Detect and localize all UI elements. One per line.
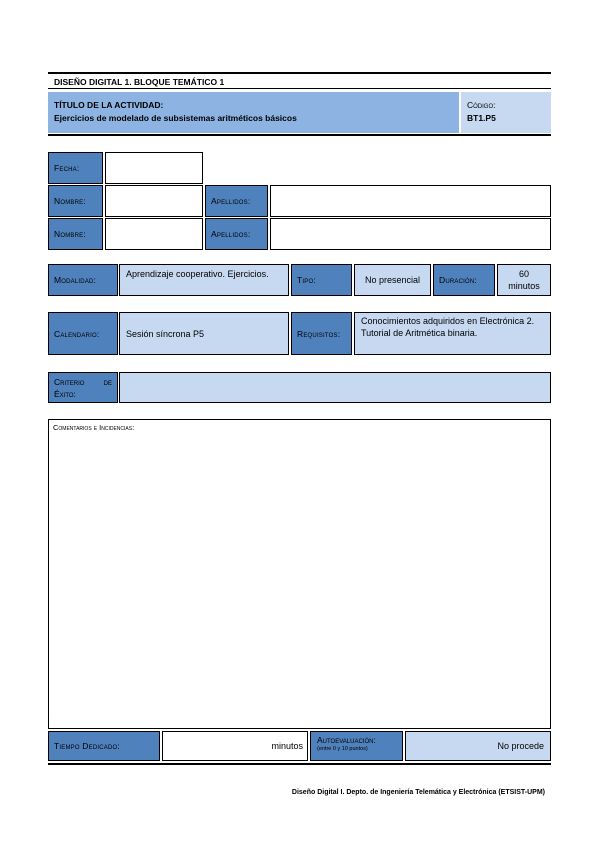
autoeval-value-text: No procede	[497, 741, 544, 751]
bottom-rule	[48, 763, 551, 765]
course-title: DISEÑO DIGITAL 1. BLOQUE TEMÁTICO 1	[54, 77, 225, 87]
comments-value	[49, 435, 550, 439]
fecha-field[interactable]	[105, 152, 203, 184]
autoeval-value: No procede	[405, 731, 551, 761]
header-rule	[48, 88, 551, 89]
tipo-value: No presencial	[354, 264, 431, 296]
apellidos-label-1: Apellidos:	[205, 185, 268, 217]
nombre-label-1: Nombre:	[48, 185, 103, 217]
tiempo-unit: minutos	[271, 741, 303, 751]
comments-label: Comentarios e Incidencias:	[53, 423, 135, 432]
code-block: Código: BT1.P5	[461, 92, 551, 133]
calendario-label: Calendario:	[48, 312, 118, 355]
modalidad-label: Modalidad:	[48, 264, 118, 296]
autoeval-sublabel: (entre 0 y 10 puntos)	[317, 746, 368, 752]
requisitos-label: Requisitos:	[291, 312, 352, 355]
comments-box[interactable]: Comentarios e Incidencias:	[48, 419, 551, 729]
tiempo-label: Tiempo Dedicado:	[48, 731, 160, 761]
apellidos-label-2: Apellidos:	[205, 218, 268, 250]
top-rule	[48, 72, 551, 74]
duracion-label: Duración:	[433, 264, 495, 296]
autoeval-label: Autoevaluación:	[317, 735, 376, 745]
page-footer: Diseño Digital I. Depto. de Ingeniería T…	[291, 789, 545, 796]
nombre-field-2[interactable]	[105, 218, 203, 250]
tipo-label: Tipo:	[291, 264, 352, 296]
requisitos-value: Conocimientos adquiridos en Electrónica …	[354, 312, 551, 355]
duracion-value: 60 minutos	[497, 264, 551, 296]
autoeval-label-block: Autoevaluación: (entre 0 y 10 puntos)	[310, 731, 403, 761]
code-label: Código:	[467, 100, 496, 110]
header-bottom-rule	[48, 134, 551, 136]
calendario-value: Sesión síncrona P5	[119, 312, 289, 355]
activity-title: Ejercicios de modelado de subsistemas ar…	[54, 113, 297, 123]
activity-title-block: TÍTULO DE LA ACTIVIDAD: Ejercicios de mo…	[48, 92, 459, 133]
activity-label: TÍTULO DE LA ACTIVIDAD:	[54, 100, 164, 110]
tiempo-field[interactable]: minutos	[162, 731, 308, 761]
nombre-label-2: Nombre:	[48, 218, 103, 250]
modalidad-value: Aprendizaje cooperativo. Ejercicios.	[119, 264, 289, 296]
criterio-field[interactable]	[119, 372, 551, 403]
nombre-field-1[interactable]	[105, 185, 203, 217]
code-value: BT1.P5	[467, 113, 496, 123]
criterio-label: Criterio de Éxito:	[48, 372, 118, 403]
apellidos-field-1[interactable]	[270, 185, 551, 217]
fecha-label: Fecha:	[48, 152, 103, 184]
apellidos-field-2[interactable]	[270, 218, 551, 250]
